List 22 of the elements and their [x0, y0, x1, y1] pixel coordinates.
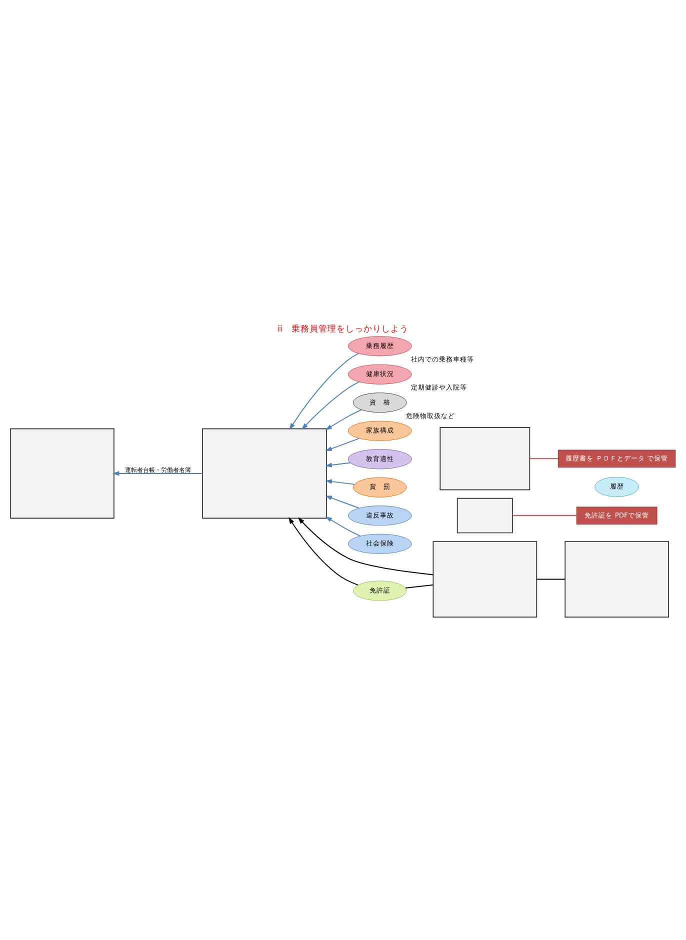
arrow: [325, 479, 355, 485]
connector: [512, 515, 577, 516]
node-box: [432, 540, 538, 618]
connector: [529, 458, 559, 460]
arrow: [112, 471, 203, 476]
connector: [405, 584, 434, 588]
arrow: [298, 517, 434, 576]
node-box: [564, 540, 669, 618]
arrow: [325, 496, 360, 509]
arrow: [325, 409, 362, 430]
arrow: [325, 516, 361, 536]
diagram-title: ii 乗務員管理をしっかりしよう: [278, 324, 408, 335]
node-box: [440, 427, 530, 490]
arrow: [288, 517, 359, 586]
arrow: [325, 438, 360, 452]
connector: [536, 578, 566, 580]
node-box: [202, 428, 327, 519]
node-box: [456, 498, 513, 534]
arrow: [289, 353, 360, 430]
node-box: [10, 428, 114, 519]
arrow: [301, 381, 360, 430]
arrow: [325, 462, 351, 468]
